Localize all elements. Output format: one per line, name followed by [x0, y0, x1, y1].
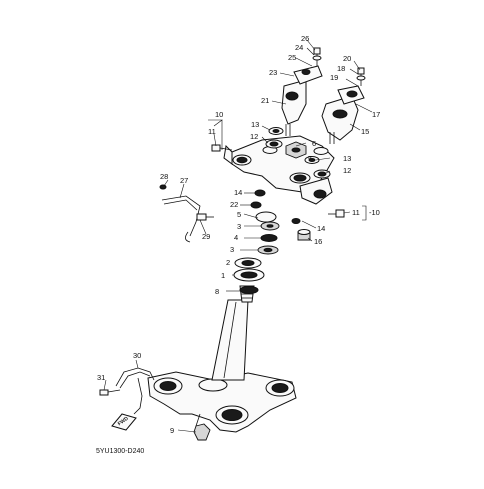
fwd-arrow-icon: FWD: [111, 413, 137, 431]
callout-10-top: 10: [215, 110, 223, 119]
callout-20: 20: [343, 54, 351, 63]
callout-9: 9: [170, 426, 174, 435]
callout-5: 5: [237, 210, 241, 219]
callout-2: 2: [226, 258, 230, 267]
bolt-11-right: [328, 209, 345, 218]
callout-23: 23: [269, 68, 277, 77]
callout-7: 7: [308, 154, 312, 163]
cable-guide: [159, 184, 214, 243]
callout-30: 30: [133, 351, 141, 360]
callout-28: 28: [160, 172, 168, 181]
callout-21: 21: [261, 96, 269, 105]
callout-16: 16: [314, 237, 322, 246]
callout-17: 17: [372, 110, 380, 119]
callout-14-left: 14: [234, 188, 242, 197]
callout-3-lower: 3: [230, 245, 234, 254]
callout-15: 15: [361, 127, 369, 136]
upper-bracket: [223, 135, 335, 205]
bolt-18-20: [356, 67, 366, 86]
callout-13-right: 13: [343, 154, 351, 163]
washers-13-12: [265, 127, 331, 179]
callout-10-right: -10: [369, 208, 380, 217]
handlebar-holder-15: [321, 95, 359, 144]
callout-11-right: 11: [352, 208, 360, 217]
callout-19: 19: [330, 73, 338, 82]
callout-22: 22: [230, 200, 238, 209]
callout-1: 1: [221, 271, 225, 280]
callout-27: 27: [180, 176, 188, 185]
callout-6: 6: [312, 139, 316, 148]
callout-12-left: 12: [250, 132, 258, 141]
callout-13-left: 13: [251, 120, 259, 129]
fwd-label: FWD: [117, 416, 130, 428]
callout-14-right: 14: [317, 224, 325, 233]
handlebar-holder-21: [281, 79, 307, 136]
hose-holder: [99, 367, 155, 415]
handlebar-upper-cap-17: [337, 85, 365, 105]
callout-8: 8: [215, 287, 219, 296]
callout-4: 4: [234, 233, 238, 242]
callout-12-right: 12: [343, 166, 351, 175]
bolt-24-26: [312, 47, 322, 66]
bearing-stack: [233, 189, 311, 294]
callout-26: 26: [301, 34, 309, 43]
steering-stem: [211, 285, 255, 381]
callout-29: 29: [202, 232, 210, 241]
callouts: 26 24 25 23 21 20 18 19 17 15 10 11 13 1…: [96, 34, 380, 455]
callout-24: 24: [295, 43, 303, 52]
callout-18: 18: [337, 64, 345, 73]
callout-31: 31: [97, 373, 105, 382]
callout-25: 25: [288, 53, 296, 62]
handlebar-upper-cap-23: [293, 65, 323, 85]
steering-nut-6: [285, 141, 307, 159]
leader-lines: [103, 39, 373, 433]
lower-bracket: [147, 371, 297, 433]
callout-11-left: 11: [208, 127, 216, 136]
callout-3-upper: 3: [237, 222, 241, 231]
diagram-code: 5YU1300-D240: [96, 448, 144, 455]
